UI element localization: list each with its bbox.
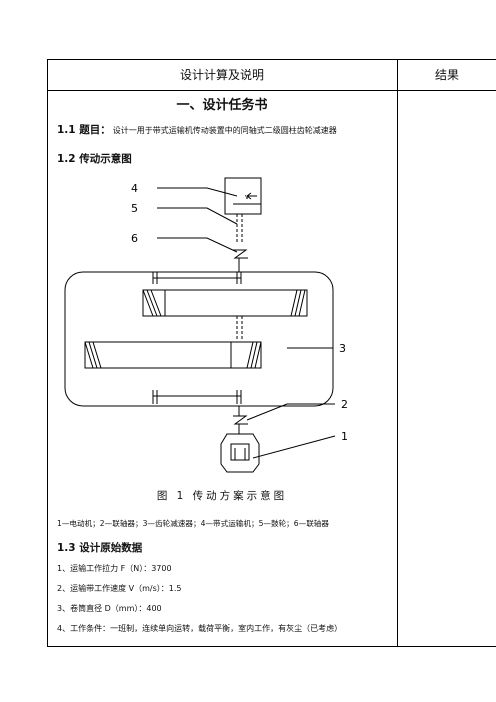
leader-2 xyxy=(246,403,335,421)
header-result: 结果 xyxy=(434,68,459,82)
leader-6 xyxy=(157,237,238,253)
label-4: 4 xyxy=(131,182,138,195)
leader-4 xyxy=(157,187,238,197)
figure-legend: 1—电动机；2—联轴器；3—齿轮减速器；4—带式运输机；5—鼓轮；6—联轴器 xyxy=(57,519,329,528)
upper-gear-teeth xyxy=(142,289,306,317)
motor-box xyxy=(230,443,250,461)
belt-arrowhead xyxy=(246,192,252,200)
header-divider xyxy=(47,90,496,91)
section-1-1: 1.1 题目：设计一用于带式运输机传动装置中的同轴式二级圆柱齿轮减速器 xyxy=(57,122,337,137)
design-table xyxy=(47,59,496,647)
data-item-3: 3、卷筒直径 D（mm）：400 xyxy=(57,604,162,613)
column-divider xyxy=(397,59,398,647)
section-1-1-label: 1.1 题目： xyxy=(57,124,111,136)
drum xyxy=(224,177,262,215)
section-1-2-label: 1.2 传动示意图 xyxy=(57,153,132,165)
data-item-2: 2、运输带工作速度 V（m/s）：1.5 xyxy=(57,584,182,593)
leader-5 xyxy=(157,207,238,225)
label-1: 1 xyxy=(341,430,348,443)
header-calculation: 设计计算及说明 xyxy=(179,68,264,82)
reducer-housing xyxy=(64,271,334,407)
coupling-6 xyxy=(233,249,248,259)
belt-velocity-label: v xyxy=(245,193,249,201)
data-item-4: 4、工作条件：一班制，连续单向运转，载荷平衡，室内工作，有灰尘（已考虑） xyxy=(57,624,343,633)
lower-gear xyxy=(84,341,262,369)
label-5: 5 xyxy=(131,202,138,215)
figure-caption: 图 1 传动方案示意图 xyxy=(156,490,288,502)
section-1-1-text: 设计一用于带式运输机传动装置中的同轴式二级圆柱齿轮减速器 xyxy=(112,126,337,135)
section-title: 一、设计任务书 xyxy=(176,98,268,113)
data-item-1: 1、运输工作拉力 F（N）：3700 xyxy=(57,564,172,573)
leader-1 xyxy=(252,435,336,459)
label-3: 3 xyxy=(339,342,346,355)
coupling-2 xyxy=(233,415,248,425)
label-6: 6 xyxy=(131,232,138,245)
upper-gear xyxy=(142,289,308,317)
motor xyxy=(220,433,260,473)
section-1-3-label: 1.3 设计原始数据 xyxy=(57,542,143,554)
transmission-diagram: 4 5 6 3 2 1 v xyxy=(64,177,348,473)
label-2: 2 xyxy=(341,398,348,411)
lower-gear-teeth xyxy=(84,341,262,369)
